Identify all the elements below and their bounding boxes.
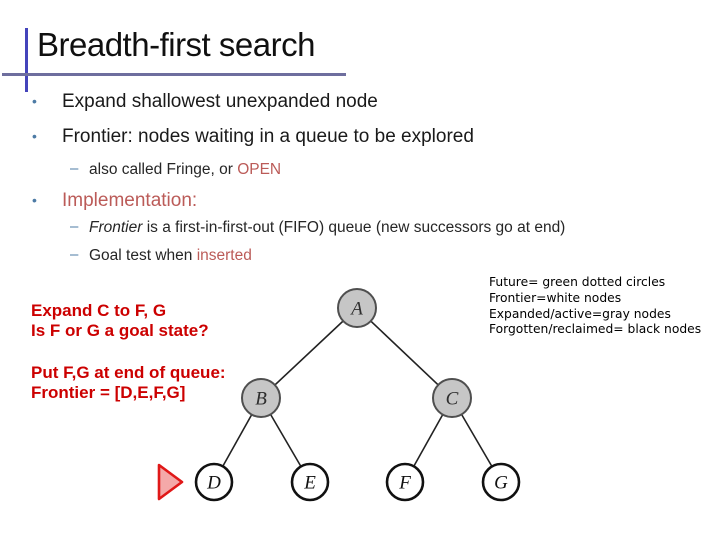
title-accent-vertical-line: [25, 28, 28, 92]
tree-node-B: [241, 378, 281, 418]
bullet-text-segment: Implementation:: [62, 190, 198, 211]
bullet-text-segment: is a first-in-first-out (FIFO) queue (ne…: [142, 219, 566, 236]
tree-node-D: [194, 462, 234, 502]
bullet-list: • Expand shallowest unexpanded node • Front…: [26, 90, 698, 274]
tree-edge-A-B: [260, 307, 358, 399]
bullet-item: • Expand shallowest unexpanded node: [26, 90, 698, 113]
sub-bullet-item: –Goal test when inserted: [26, 246, 698, 265]
tree-node-label-E: E: [303, 473, 316, 494]
bullet-item: • Frontier: nodes waiting in a queue to b…: [26, 125, 698, 148]
tree-node-label-G: G: [494, 473, 508, 494]
tree-node-label-B: B: [255, 389, 267, 410]
annotation-line: Frontier = [D,E,F,G]: [31, 383, 186, 402]
bullet-dot-icon: •: [32, 93, 37, 109]
page-title: Breadth-first search: [37, 26, 315, 63]
tree-node-F: [385, 462, 425, 502]
sub-bullet-item: –also called Fringe, or OPEN: [26, 160, 698, 179]
bullet-text-segment: Frontier: [89, 219, 143, 236]
annotation-line: Put F,G at end of queue:: [31, 363, 226, 382]
bullet-dot-icon: •: [32, 128, 37, 144]
tree-node-label-D: D: [206, 473, 221, 494]
bullet-text-segment: Frontier: nodes waiting in a queue to be…: [62, 126, 474, 147]
tree-edge-A-C: [356, 307, 453, 399]
bullet-text-segment: also called Fringe, or: [89, 161, 238, 178]
legend-line: Future= green dotted circles: [489, 275, 666, 289]
tree-node-E: [290, 462, 330, 502]
bullet-item: • Implementation:: [26, 189, 698, 212]
dash-icon: –: [70, 246, 79, 263]
frontier-pointer-triangle-icon: [157, 463, 184, 501]
legend-line: Forgotten/reclaimed= black nodes: [489, 322, 702, 337]
dash-icon: –: [70, 218, 79, 235]
bullet-text-segment: inserted: [196, 247, 252, 264]
sub-bullet-item: –Frontier is a first-in-first-out (FIFO)…: [26, 218, 698, 237]
tree-node-C: [432, 378, 472, 418]
tree-node-A: [337, 288, 377, 328]
legend-line: Frontier=white nodes: [489, 290, 622, 305]
bullet-text-segment: OPEN: [237, 161, 282, 178]
bullet-text-segment: Goal test when: [89, 247, 197, 264]
bullet-text-segment: Expand shallowest unexpanded node: [62, 91, 378, 112]
tree-node-label-A: A: [349, 299, 363, 320]
annotation-line: Is F or G a goal state?: [31, 321, 209, 340]
tree-node-label-C: C: [446, 389, 459, 410]
annotation-line: Expand C to F, G: [31, 301, 167, 320]
bullet-dot-icon: •: [32, 192, 37, 208]
tree-node-label-F: F: [398, 473, 411, 494]
tree-node-G: [481, 462, 521, 502]
dash-icon: –: [70, 160, 79, 177]
title-underline: [2, 73, 346, 76]
legend-line: Expanded/active=gray nodes: [489, 306, 671, 321]
